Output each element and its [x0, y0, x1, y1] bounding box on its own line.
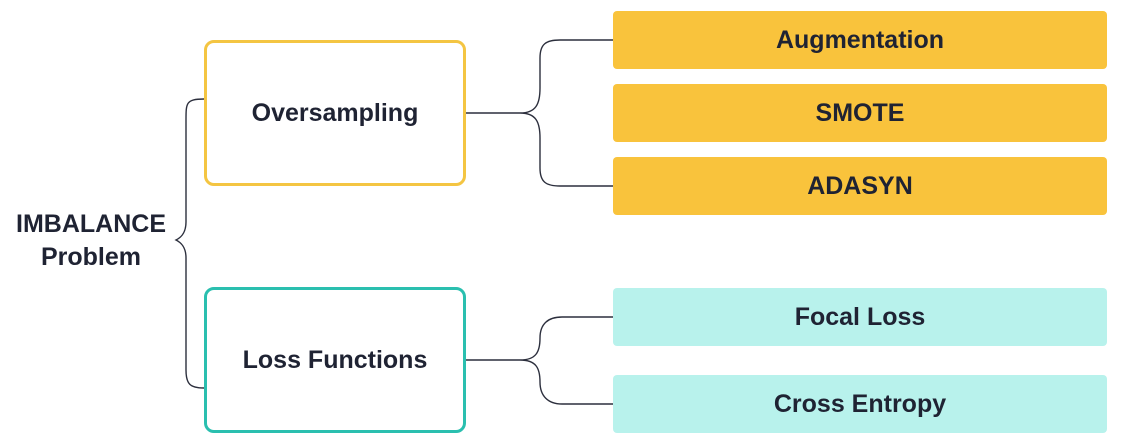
- leaf-focal-loss: Focal Loss: [613, 288, 1107, 346]
- root-connector: [174, 98, 205, 389]
- leaf-augmentation: Augmentation: [613, 11, 1107, 69]
- leaf-augmentation-label: Augmentation: [775, 25, 945, 54]
- root-label: IMBALANCE Problem: [0, 208, 182, 274]
- oversampling-connector: [466, 39, 613, 187]
- group-oversampling-label: Oversampling: [251, 98, 419, 127]
- leaf-smote: SMOTE: [613, 84, 1107, 142]
- group-oversampling: Oversampling: [204, 40, 466, 186]
- root-label-line2: Problem: [40, 243, 142, 271]
- group-loss-functions: Loss Functions: [204, 287, 466, 433]
- root-label-line1: IMBALANCE: [16, 210, 166, 238]
- group-loss-functions-label: Loss Functions: [242, 345, 428, 374]
- loss-connector: [466, 316, 613, 405]
- leaf-cross-entropy: Cross Entropy: [613, 375, 1107, 433]
- leaf-adasyn: ADASYN: [613, 157, 1107, 215]
- leaf-smote-label: SMOTE: [815, 98, 905, 127]
- leaf-cross-entropy-label: Cross Entropy: [773, 389, 947, 418]
- leaf-focal-loss-label: Focal Loss: [794, 302, 926, 331]
- leaf-adasyn-label: ADASYN: [807, 171, 913, 200]
